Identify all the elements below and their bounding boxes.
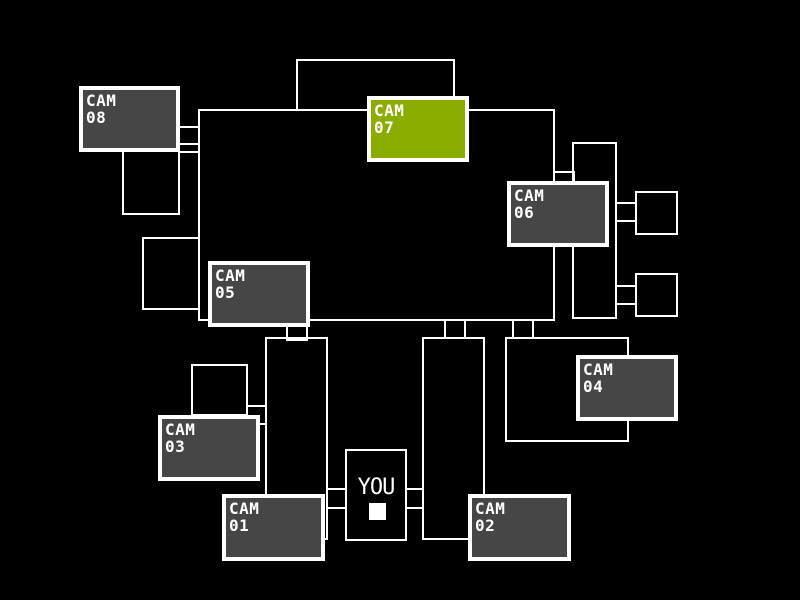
player-marker xyxy=(369,503,386,520)
room-supply-closet xyxy=(191,364,248,416)
room-east-hall xyxy=(422,337,485,540)
cam-02-button[interactable]: CAM 02 xyxy=(468,494,571,561)
room-under-cam08 xyxy=(122,150,180,215)
cam-06-button[interactable]: CAM 06 xyxy=(507,181,609,247)
cam-06-number: 06 xyxy=(514,203,535,222)
cam-06-label: CAM xyxy=(514,186,545,205)
cam-05-number: 05 xyxy=(215,283,236,302)
connector-right-lower xyxy=(615,285,637,305)
room-right-lower-closet xyxy=(635,273,678,317)
connector-right-upper xyxy=(615,202,637,222)
cam-01-button[interactable]: CAM 01 xyxy=(222,494,325,561)
cam-01-label: CAM xyxy=(229,499,260,518)
cam-02-number: 02 xyxy=(475,516,496,535)
cam-07-button[interactable]: CAM 07 xyxy=(367,96,469,162)
connector-east-hall xyxy=(444,319,466,339)
cam-04-label: CAM xyxy=(583,360,614,379)
cam-07-label: CAM xyxy=(374,101,405,120)
cam-03-button[interactable]: CAM 03 xyxy=(158,415,260,481)
cam-04-button[interactable]: CAM 04 xyxy=(576,355,678,421)
cam-01-number: 01 xyxy=(229,516,250,535)
cam-04-number: 04 xyxy=(583,377,604,396)
cam-08-number: 08 xyxy=(86,108,107,127)
cam-08-button[interactable]: CAM 08 xyxy=(79,86,180,152)
cam-02-label: CAM xyxy=(475,499,506,518)
cam-07-number: 07 xyxy=(374,118,395,137)
you-label: YOU xyxy=(357,475,396,500)
cam-03-number: 03 xyxy=(165,437,186,456)
connector-cam04 xyxy=(512,319,534,339)
connector-office-right xyxy=(404,488,424,509)
room-left xyxy=(142,237,200,310)
office-you: YOU xyxy=(345,449,407,541)
connector-cam08-bottom xyxy=(178,143,200,153)
cam-05-label: CAM xyxy=(215,266,246,285)
cam-08-label: CAM xyxy=(86,91,117,110)
cam-05-button[interactable]: CAM 05 xyxy=(208,261,310,327)
cam-03-label: CAM xyxy=(165,420,196,439)
room-right-upper-closet xyxy=(635,191,678,235)
